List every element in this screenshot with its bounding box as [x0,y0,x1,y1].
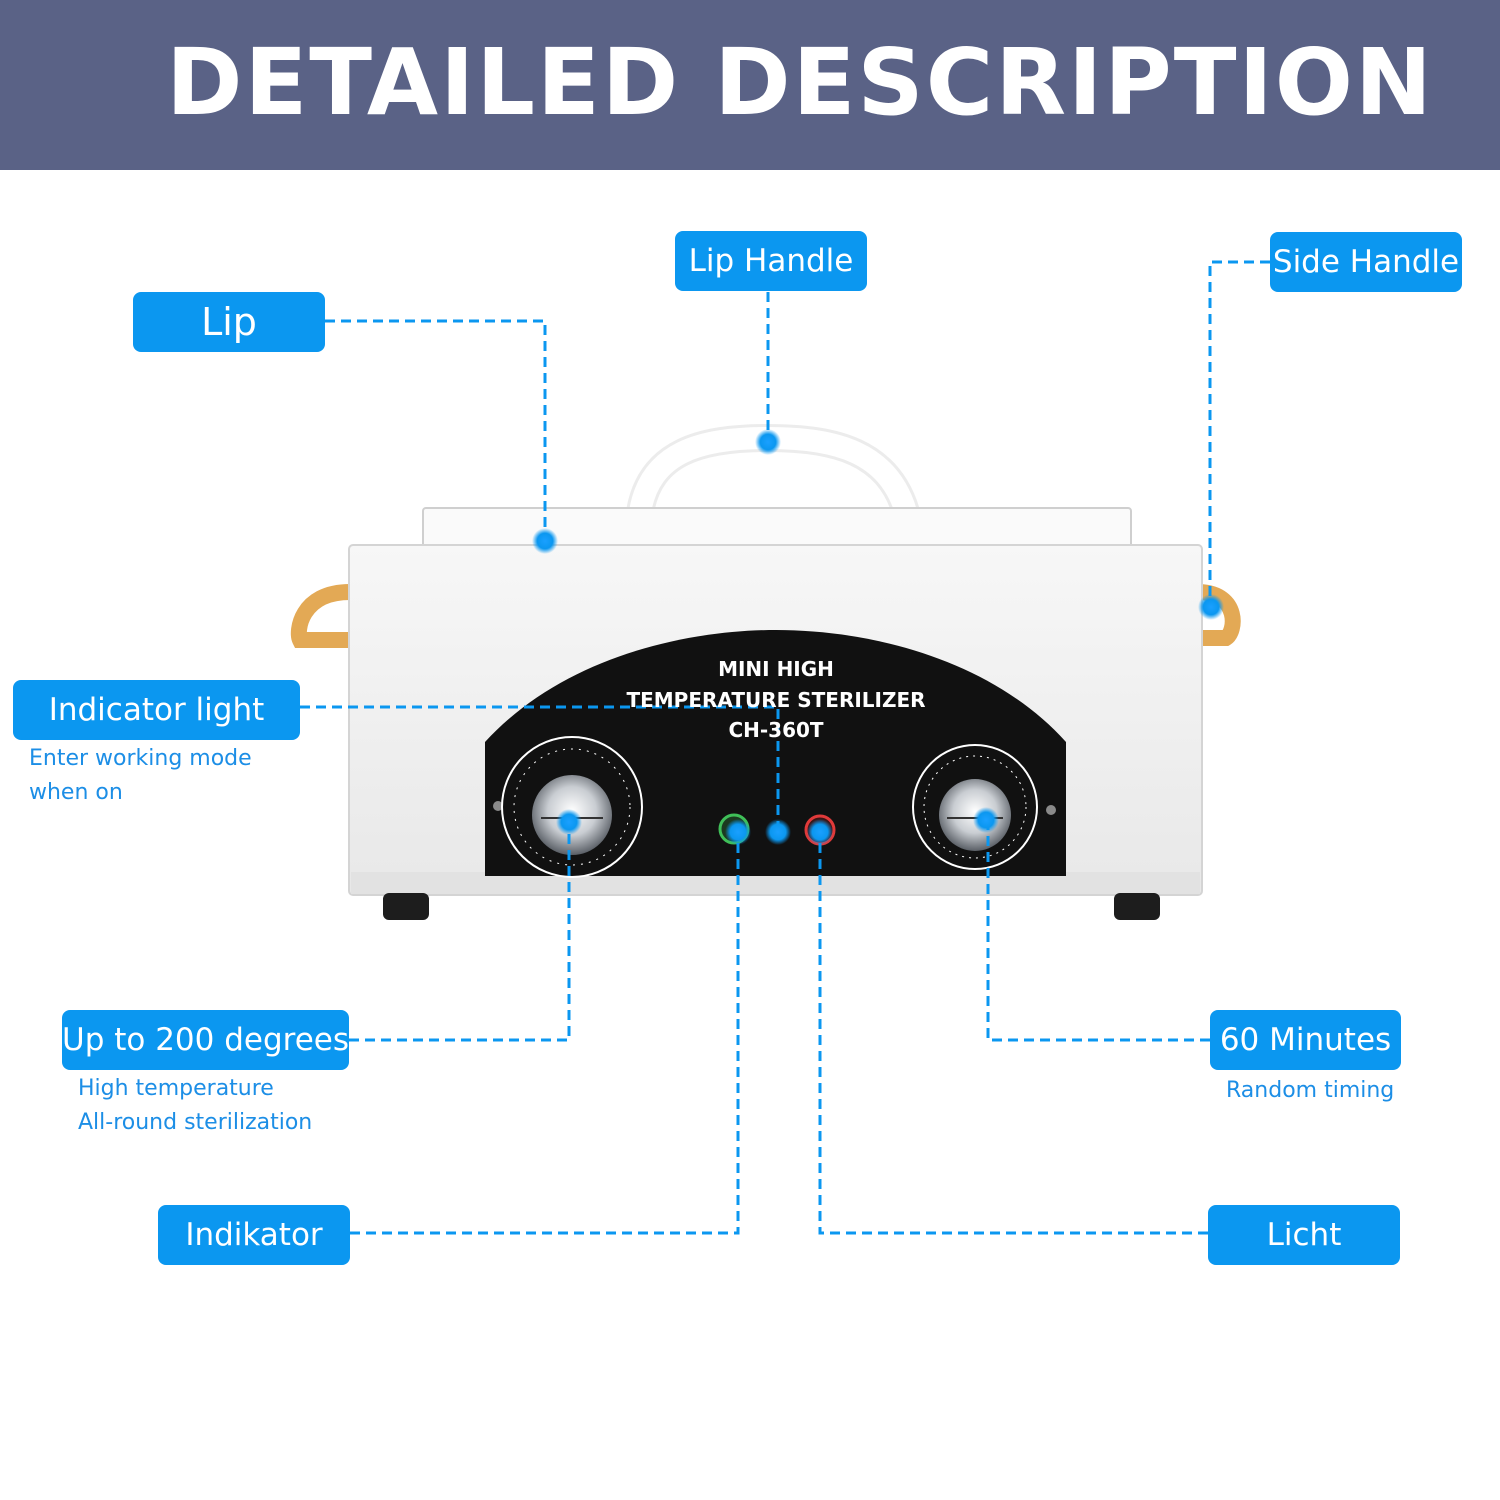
panel-text-line2: TEMPERATURE STERILIZER [626,688,926,712]
indicator-light-desc-line1: Enter working mode [29,746,252,771]
callout-timer: 60 Minutes [1210,1010,1401,1070]
connector-indikator [350,832,740,1235]
callout-lip: Lip [133,292,325,352]
callout-dots [532,429,1224,845]
connector-temperature [349,820,571,1042]
callout-indikator: Indikator [158,1205,350,1265]
panel-text-line1: MINI HIGH [718,657,834,681]
page-title: DETAILED DESCRIPTION [166,29,1434,136]
timer-desc-line1: Random timing [1226,1078,1395,1103]
callout-indicator-light: Indicator light [13,680,300,740]
connector-lip [325,319,547,540]
connector-timer [986,820,1210,1042]
temperature-desc-line1: High temperature [78,1076,274,1101]
connector-side-handle [1208,260,1270,606]
header-banner: DETAILED DESCRIPTION [0,0,1500,170]
temperature-dial [501,736,643,878]
timer-dial [912,744,1038,870]
panel-model: CH-360T [728,718,824,742]
callout-lip-handle: Lip Handle [675,231,867,291]
connector-indicator-light [300,705,780,832]
foot-right [1114,893,1160,920]
indicator-light-desc-line2: when on [29,780,123,805]
callout-temperature: Up to 200 degrees [62,1010,349,1070]
foot-left [383,893,429,920]
callout-licht: Licht [1208,1205,1400,1265]
temperature-desc-line2: All-round sterilization [78,1110,313,1135]
callout-side-handle: Side Handle [1270,232,1462,292]
side-handle-left [290,584,358,648]
connector-licht [818,832,1208,1235]
